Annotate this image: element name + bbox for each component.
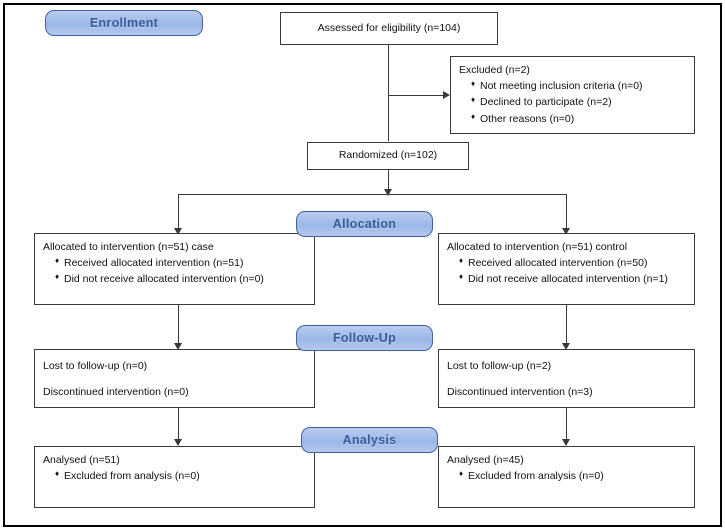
excluded-heading: Excluded (n=2) [459,64,530,76]
connector-right-allocation-to-followup [566,305,567,348]
connector-allocation-split-bar [178,194,566,195]
list-item: Other reasons (n=0) [471,111,686,127]
list-item: Received allocated intervention (n=51) [55,255,306,271]
followup-right-lost: Lost to follow-up (n=2) [447,360,552,372]
box-analysis-right: Analysed (n=45) Excluded from analysis (… [438,446,695,508]
stage-label-allocation: Allocation [296,211,433,237]
connector-left-followup-to-analysis [178,408,179,445]
connector-assessed-to-excluded [388,95,443,96]
list-item: Did not receive allocated intervention (… [55,271,306,287]
connector-assessed-to-randomized [388,45,389,141]
connector-randomized-stem [388,170,389,194]
box-assessed-for-eligibility: Assessed for eligibility (n=104) [280,12,498,45]
allocation-right-list: Received allocated intervention (n=50) D… [447,255,686,287]
list-item: Excluded from analysis (n=0) [55,468,306,484]
arrow-to-excluded [443,91,450,99]
connector-right-followup-to-analysis [566,408,567,445]
stage-label-analysis: Analysis [301,427,438,453]
box-followup-right: Lost to follow-up (n=2) Discontinued int… [438,349,695,408]
assessed-text: Assessed for eligibility (n=104) [317,21,461,34]
box-allocation-right: Allocated to intervention (n=51) control… [438,233,695,305]
arrow-right-analysis [562,439,570,446]
allocation-left-list: Received allocated intervention (n=51) D… [43,255,306,287]
allocation-left-heading: Allocated to intervention (n=51) case [43,241,214,253]
arrow-left-analysis [174,439,182,446]
box-randomized: Randomized (n=102) [307,142,469,170]
stage-label-enrollment: Enrollment [45,10,203,36]
connector-allocation-right-drop [566,194,567,233]
analysis-left-heading: Analysed (n=51) [43,454,120,466]
list-item: Received allocated intervention (n=50) [459,255,686,271]
arrow-allocation-left [174,228,182,235]
arrow-randomized-stem [384,189,392,196]
list-item: Not meeting inclusion criteria (n=0) [471,78,686,94]
stage-label-followup: Follow-Up [296,325,433,351]
box-analysis-left: Analysed (n=51) Excluded from analysis (… [34,446,315,508]
randomized-text: Randomized (n=102) [338,149,438,162]
list-item: Excluded from analysis (n=0) [459,468,686,484]
connector-allocation-left-drop [178,194,179,233]
box-allocation-left: Allocated to intervention (n=51) case Re… [34,233,315,305]
followup-left-lost: Lost to follow-up (n=0) [43,360,148,372]
arrow-left-followup [174,343,182,350]
analysis-left-list: Excluded from analysis (n=0) [43,468,306,484]
box-excluded: Excluded (n=2) Not meeting inclusion cri… [450,56,695,134]
followup-right-discontinued: Discontinued intervention (n=3) [447,386,593,399]
connector-left-allocation-to-followup [178,305,179,348]
arrow-right-followup [562,343,570,350]
allocation-right-heading: Allocated to intervention (n=51) control [447,241,628,253]
box-followup-left: Lost to follow-up (n=0) Discontinued int… [34,349,315,408]
arrow-allocation-right [562,228,570,235]
followup-left-discontinued: Discontinued intervention (n=0) [43,386,189,399]
list-item: Declined to participate (n=2) [471,94,686,110]
list-item: Did not receive allocated intervention (… [459,271,686,287]
analysis-right-heading: Analysed (n=45) [447,454,524,466]
analysis-right-list: Excluded from analysis (n=0) [447,468,686,484]
excluded-reason-list: Not meeting inclusion criteria (n=0) Dec… [459,78,686,127]
